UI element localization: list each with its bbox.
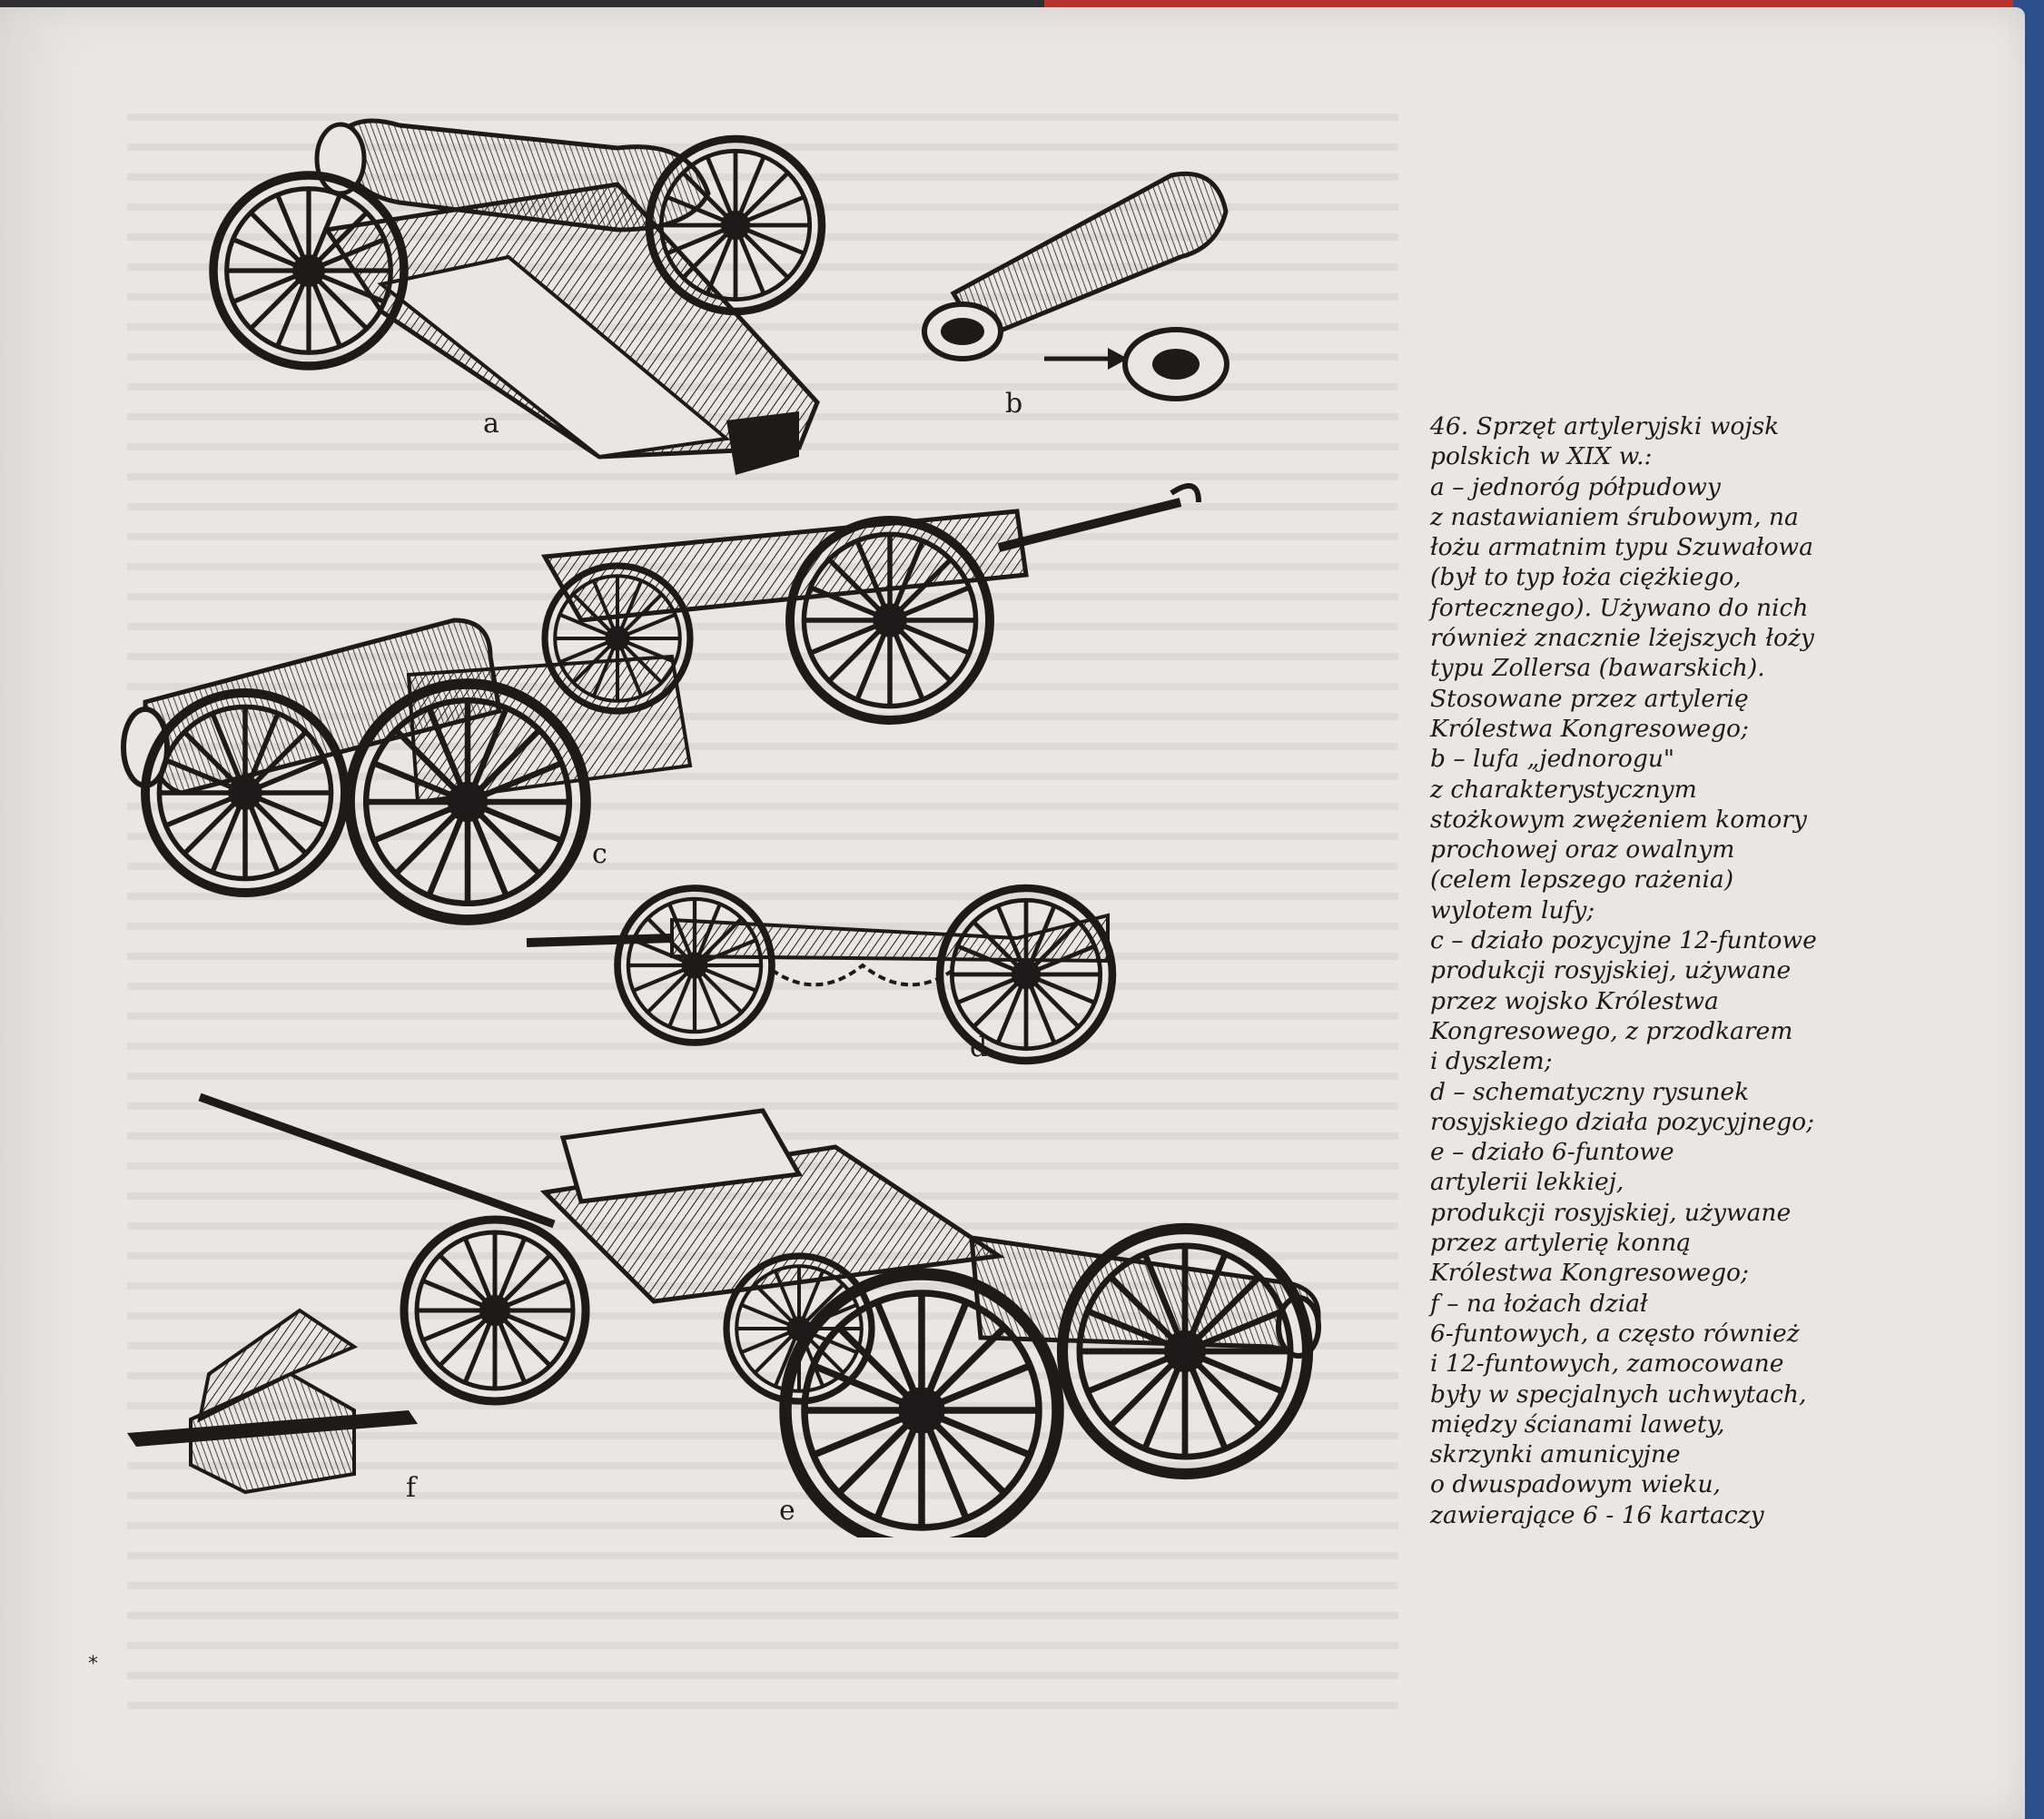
figure-caption: 46. Sprzęt artyleryjski wojsk polskich w…: [1430, 411, 1857, 1530]
caption-line: a – jednoróg półpudowy: [1430, 472, 1721, 501]
drawing-c-cannon-limber: [123, 486, 1201, 920]
caption-line: 46. Sprzęt artyleryjski wojsk: [1430, 412, 1780, 440]
caption-line: skrzynki amunicyjne: [1430, 1440, 1681, 1469]
caption-line: artylerii lekkiej,: [1430, 1168, 1624, 1197]
caption-line: Stosowane przez artylerię: [1430, 684, 1749, 713]
caption-line: Królestwa Kongresowego;: [1430, 1259, 1749, 1288]
caption-line: Kongresowego, z przodkarem: [1430, 1016, 1793, 1045]
caption-line: były w specjalnych uchwytach,: [1430, 1379, 1807, 1409]
label-a: a: [483, 408, 499, 440]
caption-line: 6-funtowych, a często również: [1430, 1319, 1800, 1348]
caption-line: wylotem lufy;: [1430, 895, 1595, 924]
caption-line: łożu armatnim typu Szuwałowa: [1430, 533, 1813, 562]
caption-line: między ścianami lawety,: [1430, 1409, 1725, 1438]
label-d: d: [970, 1032, 987, 1063]
caption-line: fortecznego). Używano do nich: [1430, 593, 1809, 622]
caption-line: z nastawianiem śrubowym, na: [1430, 502, 1799, 531]
caption-line: (celem lepszego rażenia): [1430, 865, 1734, 895]
drawing-a-howitzer: [213, 121, 822, 475]
signature-mark: *: [88, 1653, 98, 1676]
caption-line: b – lufa „jednorogu": [1430, 745, 1675, 774]
drawing-f-ammunition-box: [127, 1308, 418, 1495]
label-f: f: [406, 1472, 418, 1504]
drawing-e-6-pounder: [198, 1092, 1318, 1537]
caption-line: polskich w XIX w.:: [1430, 442, 1653, 471]
caption-line: przez wojsko Królestwa: [1430, 986, 1719, 1015]
caption-line: Królestwa Kongresowego;: [1430, 714, 1749, 743]
caption-line: o dwuspadowym wieku,: [1430, 1470, 1721, 1499]
caption-line: również znacznie lżejszych łoży: [1430, 624, 1814, 653]
caption-line: rosyjskiego działa pozycyjnego;: [1430, 1107, 1815, 1136]
caption-line: c – działo pozycyjne 12-funtowe: [1430, 926, 1817, 955]
book-page: a b c d e f 46. Sprzęt artyleryjski wojs…: [0, 7, 2025, 1819]
caption-line: typu Zollersa (bawarskich).: [1430, 654, 1765, 683]
caption-line: zawierające 6 - 16 kartaczy: [1430, 1500, 1764, 1529]
caption-line: stożkowym zwężeniem komory: [1430, 805, 1807, 834]
caption-line: prochowej oraz owalnym: [1430, 835, 1735, 865]
artillery-illustration: a b c d e f: [109, 75, 1417, 1537]
caption-line: f – na łożach dział: [1430, 1289, 1648, 1318]
label-e: e: [779, 1495, 795, 1527]
caption-line: produkcji rosyjskiej, używane: [1430, 956, 1792, 985]
caption-line: i 12-funtowych, zamocowane: [1430, 1349, 1784, 1379]
drawing-b-barrel: [922, 171, 1229, 401]
caption-line: przez artylerię konną: [1430, 1229, 1692, 1258]
drawing-d-schematic: [526, 888, 1112, 1061]
caption-line: d – schematyczny rysunek: [1430, 1077, 1750, 1106]
label-c: c: [592, 838, 607, 870]
caption-line: i dyszlem;: [1430, 1047, 1553, 1076]
caption-line: z charakterystycznym: [1430, 775, 1697, 804]
caption-line: (był to typ łoża ciężkiego,: [1430, 563, 1742, 592]
caption-line: produkcji rosyjskiej, używane: [1430, 1198, 1792, 1227]
caption-line: e – działo 6-funtowe: [1430, 1138, 1674, 1167]
label-b: b: [1005, 388, 1022, 420]
